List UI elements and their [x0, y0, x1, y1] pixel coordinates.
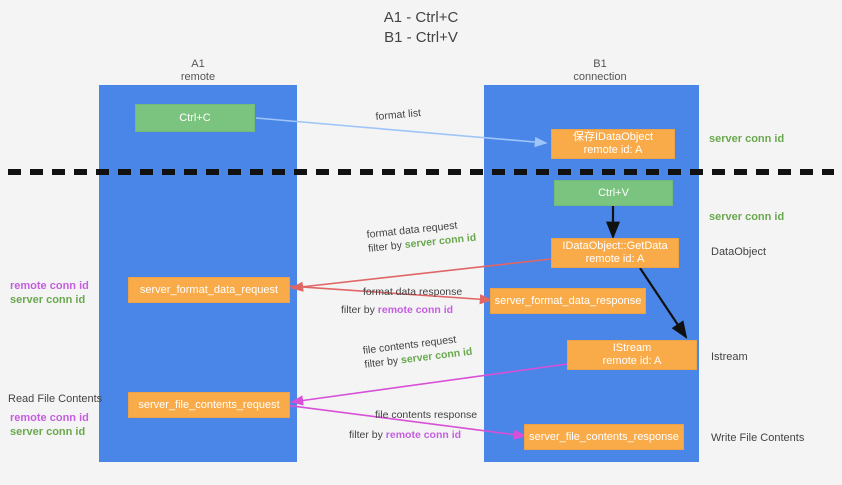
box-server-format-data-response[interactable]: server_format_data_response: [490, 288, 646, 314]
box-server-file-contents-request-label: server_file_contents_request: [138, 398, 280, 411]
arrow-label-file-contents-request: file contents request filter by server c…: [362, 331, 473, 372]
column-a1-role: remote: [180, 71, 216, 83]
box-idataobject-getdata-line2: remote id: A: [585, 253, 645, 265]
label-conn-ids-bottom: remote conn id server conn id: [10, 411, 89, 439]
box-ctrl-v[interactable]: Ctrl+V: [554, 180, 673, 206]
label-istream: Istream: [711, 350, 748, 364]
file-contents-response-filter: filter by remote conn id: [349, 428, 477, 442]
column-b1-role: connection: [573, 71, 627, 83]
box-server-format-data-response-label: server_format_data_response: [494, 294, 642, 307]
box-istream-line1: IStream: [612, 342, 652, 354]
box-ctrl-v-label: Ctrl+V: [598, 186, 629, 199]
file-contents-response-text: file contents response: [375, 409, 478, 421]
format-data-response-text: format data response: [363, 286, 463, 298]
arrow-label-file-contents-response: file contents response filter by remote …: [349, 408, 478, 442]
box-istream-line2: remote id: A: [602, 355, 662, 367]
box-save-dataobject-line1: 保存IDataObject: [572, 131, 654, 143]
label-server-conn-id-top-text: server conn id: [709, 133, 785, 145]
label-server-conn-id-mid: server conn id: [709, 210, 784, 224]
label-dataobject-text: DataObject: [711, 246, 767, 258]
column-header-a1: A1 remote: [118, 58, 278, 84]
box-idataobject-getdata[interactable]: IDataObject::GetData remote id: A: [551, 238, 679, 268]
filter-prefix: filter by: [349, 429, 386, 441]
filter-value-remote-conn-id: remote conn id: [385, 429, 462, 441]
box-ctrl-c[interactable]: Ctrl+C: [135, 104, 255, 132]
filter-prefix: filter by: [341, 304, 378, 316]
label-conn-ids-mid: remote conn id server conn id: [10, 279, 89, 307]
label-read-file-contents: Read File Contents: [8, 392, 102, 406]
box-istream[interactable]: IStream remote id: A: [567, 340, 697, 370]
label-dataobject: DataObject: [711, 245, 766, 259]
box-server-format-data-request-label: server_format_data_request: [139, 283, 279, 296]
filter-prefix: filter by: [367, 239, 406, 255]
title-line-2: B1 - Ctrl+V: [384, 29, 458, 46]
column-header-b1: B1 connection: [520, 58, 680, 84]
label-server-conn-id-top: server conn id: [709, 132, 784, 146]
format-data-response-filter: filter by remote conn id: [341, 303, 462, 317]
box-server-file-contents-request[interactable]: server_file_contents_request: [128, 392, 290, 418]
box-server-file-contents-response-label: server_file_contents_response: [529, 430, 679, 443]
title-line-1: A1 - Ctrl+C: [383, 9, 459, 26]
label-server-conn-id-mid-left: server conn id: [10, 294, 86, 306]
filter-value-remote-conn-id: remote conn id: [377, 304, 454, 316]
label-remote-conn-id-bottom: remote conn id: [10, 412, 89, 424]
box-ctrl-c-label: Ctrl+C: [179, 111, 211, 124]
label-read-file-contents-text: Read File Contents: [8, 393, 103, 405]
filter-prefix: filter by: [363, 354, 402, 371]
column-a1-name: A1: [191, 58, 205, 70]
label-server-conn-id-mid-text: server conn id: [709, 211, 785, 223]
label-write-file-contents-text: Write File Contents: [711, 432, 805, 444]
box-save-dataobject[interactable]: 保存IDataObject remote id: A: [551, 129, 675, 159]
page-title: A1 - Ctrl+C B1 - Ctrl+V: [0, 8, 842, 48]
box-server-format-data-request[interactable]: server_format_data_request: [128, 277, 290, 303]
label-istream-text: Istream: [711, 351, 748, 363]
label-server-conn-id-bottom: server conn id: [10, 426, 86, 438]
arrow-label-format-data-response: format data response filter by remote co…: [341, 285, 463, 317]
phase-divider: [8, 169, 834, 175]
arrow-label-format-list: format list: [375, 106, 422, 124]
box-server-file-contents-response[interactable]: server_file_contents_response: [524, 424, 684, 450]
box-save-dataobject-line2: remote id: A: [583, 144, 643, 156]
arrow-label-format-data-request: format data request filter by server con…: [366, 217, 477, 256]
label-remote-conn-id-mid: remote conn id: [10, 280, 89, 292]
box-idataobject-getdata-line1: IDataObject::GetData: [562, 240, 668, 252]
arrow-label-format-list-text: format list: [375, 107, 422, 123]
label-write-file-contents: Write File Contents: [711, 431, 804, 445]
column-b1-name: B1: [593, 58, 607, 70]
